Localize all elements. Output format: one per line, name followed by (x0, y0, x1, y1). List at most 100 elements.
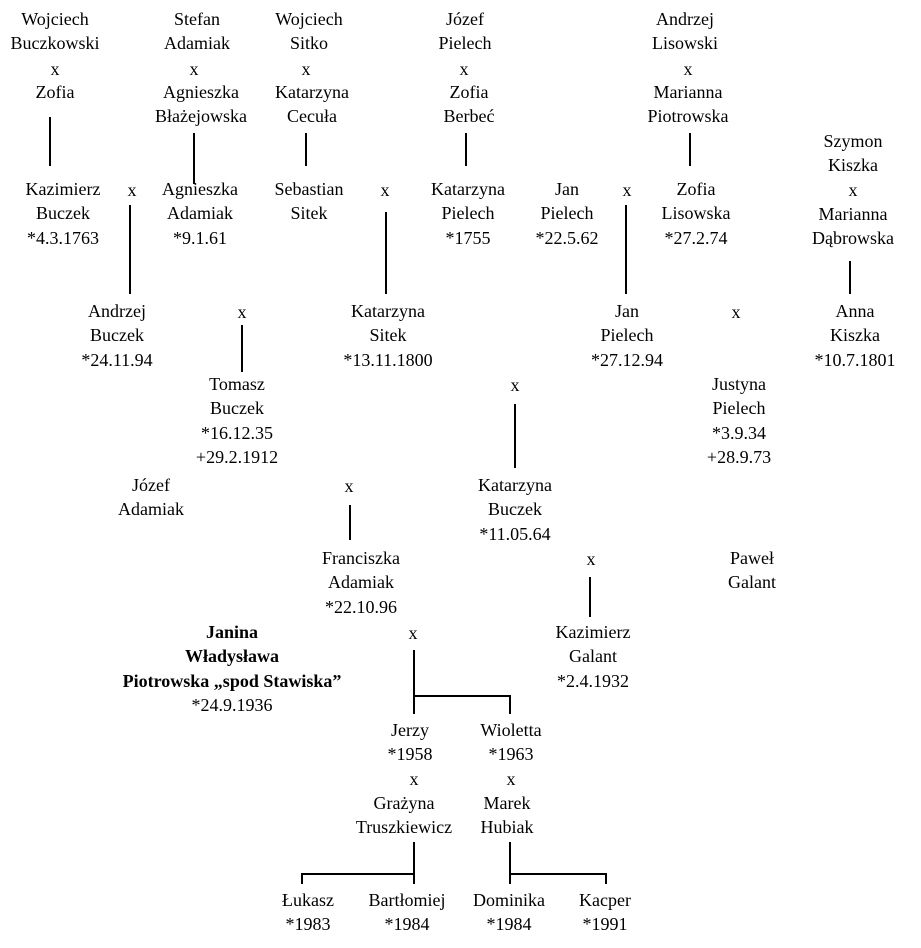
node-line: Kiszka (830, 325, 880, 346)
node-line: Paweł (730, 548, 774, 568)
node-line: Hubiak (480, 817, 534, 838)
node-line: *1983 (285, 914, 331, 935)
node-line: Agnieszka (163, 82, 239, 102)
node-line: Buczek (90, 325, 144, 346)
node-line: Berbeć (443, 106, 495, 127)
node-line: Anna (835, 301, 875, 321)
node-line: Katarzyna (275, 82, 349, 102)
node-line: Józef (446, 9, 484, 29)
node-line: *13.11.1800 (343, 349, 433, 370)
node-line: Truszkiewicz (355, 817, 453, 838)
node-line: Adamiak (167, 203, 233, 224)
node-line: Lisowski (651, 33, 718, 54)
node-line: *22.10.96 (325, 596, 397, 617)
marriage-x: x (380, 180, 390, 200)
node-line: +29.2.1912 (195, 446, 279, 467)
node-line: Władysława (184, 646, 280, 667)
node-line: Łukasz (282, 890, 334, 910)
node-line: Sitek (369, 325, 407, 346)
marriage-x: x (459, 59, 469, 79)
node-line: *4.3.1763 (27, 227, 99, 248)
node-line: Sitek (290, 203, 328, 224)
person-bartlomiej: Bartłomiej*1984 (332, 888, 482, 937)
marriage-x: x (506, 769, 516, 789)
node-line: *1991 (582, 914, 628, 935)
node-line: Wojciech (21, 9, 89, 29)
node-line: Kacper (579, 890, 631, 910)
node-line: Sebastian (274, 179, 344, 199)
line-children-dominika-kacper (510, 873, 607, 884)
marriage-x: x (237, 302, 247, 322)
marriage-x: x (683, 59, 693, 79)
node-line: Kiszka (828, 155, 878, 176)
node-line: Galant (569, 646, 617, 667)
node-line: *1963 (488, 744, 534, 765)
node-line: Wojciech (275, 9, 343, 29)
node-line: Galant (728, 572, 776, 593)
person-jerzy: Jerzy*1958 (335, 718, 485, 767)
node-line: Dominika (473, 890, 545, 910)
node-line: Pielech (540, 203, 594, 224)
node-line: Zofia (449, 82, 489, 102)
node-line: Dąbrowska (812, 228, 894, 249)
person-zofia: Zofia (0, 80, 130, 104)
marriage-x: x (344, 476, 354, 496)
node-line: *27.2.74 (664, 227, 728, 248)
node-line: Buczek (36, 203, 90, 224)
line-children-jerzy-wioletta (414, 695, 511, 714)
marriage-x: x (586, 549, 596, 569)
person-wioletta: Wioletta*1963 (436, 718, 586, 767)
node-line: *2.4.1932 (557, 670, 629, 691)
node-line: Adamiak (164, 33, 230, 54)
node-line: Katarzyna (351, 301, 425, 321)
person-dominika: Dominika*1984 (434, 888, 584, 937)
node-line: Marianna (818, 203, 888, 224)
marriage-x: x (127, 180, 137, 200)
node-line: Józef (132, 475, 170, 495)
marriage-x: x (622, 180, 632, 200)
marriage-x: x (189, 59, 199, 79)
node-line: Agnieszka (162, 179, 238, 199)
node-line: Adamiak (118, 499, 184, 520)
node-line: *24.9.1936 (191, 695, 273, 715)
node-line: Pielech (441, 203, 495, 224)
node-line: Jan (615, 301, 639, 321)
node-line: Janina (205, 622, 259, 642)
node-line: Tomasz (209, 374, 265, 394)
node-line: Stefan (174, 9, 220, 29)
marriage-x: x (409, 769, 419, 789)
node-line: *1958 (387, 744, 433, 765)
node-line: Marek (483, 793, 531, 813)
node-line: Buczek (210, 398, 264, 419)
node-line: Kazimierz (25, 179, 101, 199)
node-line: Pielech (438, 33, 492, 54)
node-line: Andrzej (88, 301, 146, 321)
node-line: *16.12.35 (201, 422, 273, 443)
node-line: Kazimierz (555, 622, 631, 642)
node-line: Buczkowski (10, 33, 100, 54)
node-line: Bartłomiej (368, 890, 446, 910)
node-line: *24.11.94 (81, 349, 153, 370)
node-line: Lisowska (661, 203, 731, 224)
node-line: Andrzej (656, 9, 714, 29)
node-line: *3.9.34 (712, 422, 766, 443)
